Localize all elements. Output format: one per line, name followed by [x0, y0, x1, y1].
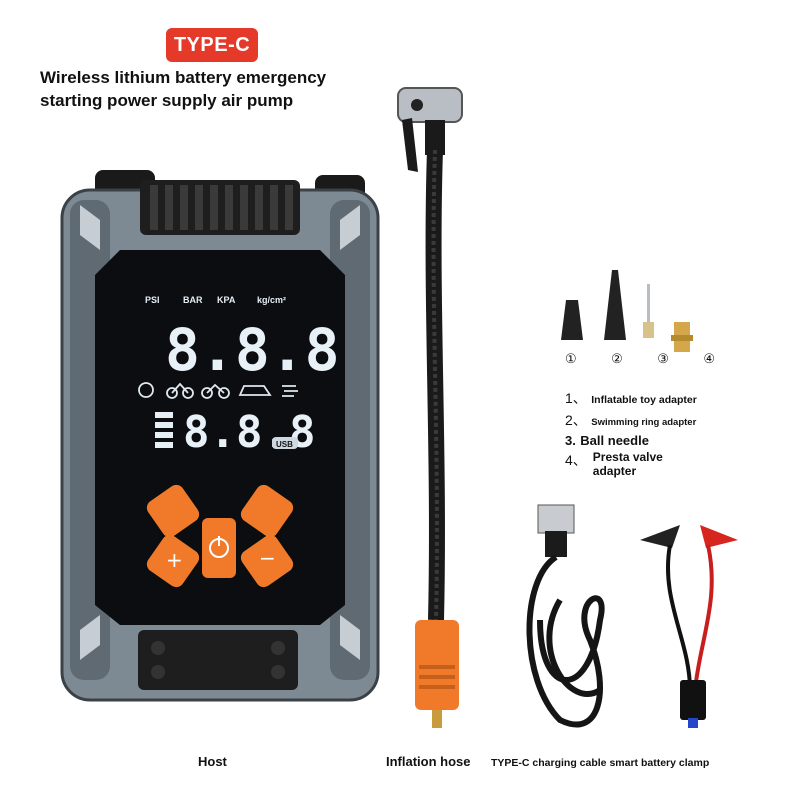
car-icon [238, 385, 272, 396]
light-button [146, 484, 200, 538]
red-clamp [700, 525, 738, 548]
swimming-ring-adapter [604, 270, 626, 340]
usb-plug [537, 504, 575, 534]
accessories [561, 270, 693, 352]
mode-button [240, 484, 294, 538]
plus-button [146, 534, 200, 588]
ball-icon [138, 382, 154, 398]
accessory-number-3: ③ [657, 351, 669, 366]
inflation-hose [397, 87, 463, 728]
accessory-number-4: ④ [703, 351, 715, 366]
unit-kgcm2: kg/cm² [257, 295, 286, 305]
usb-cable-and-clamp [526, 504, 738, 728]
caption-host: Host [198, 754, 227, 769]
caption-inflation-hose: Inflation hose [386, 754, 471, 769]
caption-cable-clamp: TYPE-C charging cable smart battery clam… [491, 757, 710, 769]
usb-tag: USB [276, 440, 293, 449]
unit-bar: BAR [183, 295, 203, 305]
air-icon [282, 385, 298, 397]
minus-button [240, 534, 294, 588]
accessory-item-1: 1、 Inflatable toy adapter [565, 390, 697, 406]
air-pump-host [60, 170, 380, 702]
accessory-item-2: 2、 Swimming ring adapter [565, 412, 697, 428]
title-line-1: Wireless lithium battery emergency [40, 68, 327, 87]
plus-icon: + [166, 548, 183, 572]
black-clamp [640, 525, 680, 548]
clamp-module [680, 680, 706, 720]
type-c-badge: TYPE-C [166, 28, 258, 62]
accessory-number-1: ① [565, 351, 577, 366]
bicycle-icon [166, 382, 194, 399]
ball-needle [647, 284, 650, 324]
accessory-list: 1、 Inflatable toy adapter 2、 Swimming ri… [565, 388, 765, 478]
unit-kpa: KPA [217, 295, 236, 305]
control-buttons: + − [146, 484, 294, 588]
accessory-numbers: ① ② ③ ④ [565, 351, 715, 367]
accessory-item-4: 4、 Presta valve adapter [565, 450, 663, 478]
accessory-item-3: 3. Ball needle [565, 433, 649, 448]
inflatable-toy-adapter [561, 300, 583, 340]
title-line-2: starting power supply air pump [40, 91, 294, 110]
top-reading: 8.8.8 [165, 316, 340, 384]
minus-icon: − [259, 546, 276, 570]
power-button [202, 518, 236, 578]
bottom-reading: 8.8.8 [183, 407, 315, 458]
motorcycle-icon [201, 383, 230, 399]
accessory-number-2: ② [611, 351, 623, 366]
battery-icon [155, 412, 173, 448]
unit-psi: PSI [145, 295, 160, 305]
product-title: Wireless lithium battery emergency start… [40, 66, 400, 112]
mode-icons [138, 382, 298, 399]
lcd-display: PSI BAR KPA kg/cm² 8.8.8 8.8.8 USB [138, 295, 340, 458]
